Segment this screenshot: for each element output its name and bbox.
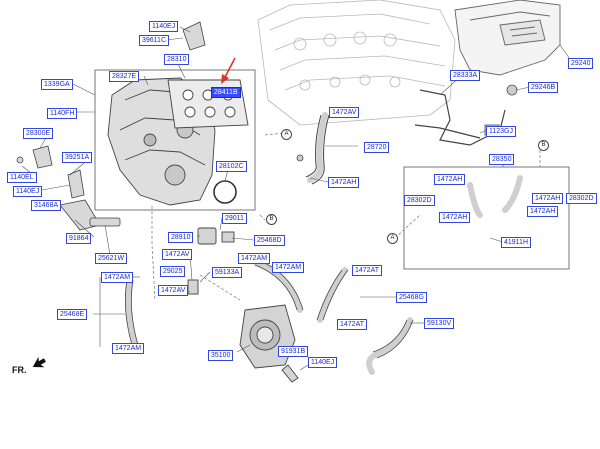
detail-box-right [403, 166, 570, 270]
part-label-29246b[interactable]: 29246B [528, 82, 559, 93]
part-label-1472ah-3[interactable]: 1472AH [532, 193, 564, 204]
part-label-1140ej-mid[interactable]: 1140EJ [13, 186, 43, 197]
indicator-arrow [221, 57, 236, 84]
part-label-41911h[interactable]: 41911H [501, 237, 532, 248]
part-label-1472at-1[interactable]: 1472AT [352, 265, 382, 276]
part-label-39251a[interactable]: 39251A [62, 152, 93, 163]
part-label-1472ah-4[interactable]: 1472AH [527, 206, 559, 217]
ref-marker-a: A [281, 129, 292, 140]
part-label-25468d[interactable]: 25468D [254, 235, 285, 246]
part-label-1472av-2[interactable]: 1472AV [162, 249, 193, 260]
part-label-28102c[interactable]: 28102C [216, 161, 247, 172]
part-label-25468e[interactable]: 25468E [57, 309, 88, 320]
part-label-1472av-3[interactable]: 1472AV [158, 285, 189, 296]
part-label-1472am-2[interactable]: 1472AM [272, 262, 305, 273]
grommet [506, 84, 518, 96]
part-label-1140ej-bottom[interactable]: 1140EJ [308, 357, 338, 368]
part-label-28310[interactable]: 28310 [164, 54, 190, 65]
part-label-28910[interactable]: 28910 [168, 232, 194, 243]
hose-edges-lower [124, 258, 414, 359]
ref-marker-b-detail: B [538, 140, 549, 151]
part-label-1140fh[interactable]: 1140FH [47, 108, 78, 119]
solenoid-valve [187, 227, 235, 295]
part-label-1472at-2[interactable]: 1472AT [337, 319, 367, 330]
part-label-1339ga[interactable]: 1339GA [41, 79, 73, 90]
part-label-29025[interactable]: 29025 [160, 266, 186, 277]
manifold-boundary [94, 69, 256, 211]
part-label-25621w[interactable]: 25621W [95, 253, 128, 264]
front-direction-label: FR. [12, 365, 27, 375]
part-label-28720[interactable]: 28720 [364, 142, 390, 153]
throttle-body [239, 304, 299, 383]
part-label-28327e[interactable]: 28327E [109, 71, 140, 82]
part-label-91931b[interactable]: 91931B [278, 346, 309, 357]
front-direction-arrow [32, 356, 46, 368]
part-label-1472am-1[interactable]: 1472AM [238, 253, 271, 264]
part-label-28302d-left[interactable]: 28302D [404, 195, 435, 206]
part-label-29011[interactable]: 29011 [222, 213, 247, 224]
o-ring [213, 180, 237, 204]
part-label-35100[interactable]: 35100 [208, 350, 234, 361]
part-label-1472ah-2[interactable]: 1472AH [434, 174, 466, 185]
part-label-25468g[interactable]: 25468G [396, 292, 427, 303]
engine-cover [454, 0, 561, 76]
part-label-28302d-right[interactable]: 28302D [566, 193, 597, 204]
hoses-lower [125, 175, 523, 375]
part-label-1472ah-5[interactable]: 1472AH [439, 212, 471, 223]
small-parts-left [16, 21, 206, 231]
hoses-centre [307, 112, 328, 183]
part-label-59130v[interactable]: 59130V [424, 318, 455, 329]
part-label-1472am-4[interactable]: 1472AM [112, 343, 145, 354]
part-label-28333a[interactable]: 28333A [450, 70, 481, 81]
part-label-1472am-3[interactable]: 1472AM [101, 272, 134, 283]
part-label-1472ah-1[interactable]: 1472AH [328, 177, 360, 188]
ref-marker-a-detail: A [387, 233, 398, 244]
part-label-28350[interactable]: 28350 [489, 154, 515, 165]
part-label-91864[interactable]: 91864 [66, 233, 92, 244]
part-label-59133a[interactable]: 59133A [212, 267, 243, 278]
part-label-39611c[interactable]: 39611C [139, 35, 170, 46]
leader-lines [21, 26, 573, 371]
part-label-1140ej-top[interactable]: 1140EJ [149, 21, 179, 32]
part-label-28411b-highlighted[interactable]: 28411B [211, 87, 241, 98]
part-label-1472av-1[interactable]: 1472AV [329, 107, 360, 118]
part-label-1140el[interactable]: 1140EL [7, 172, 37, 183]
part-label-1123gj[interactable]: 1123GJ [486, 126, 516, 137]
part-label-28300e[interactable]: 28300E [23, 128, 54, 139]
engine-block-sketch [257, 0, 456, 126]
ref-marker-b: B [266, 214, 277, 225]
part-label-31468a[interactable]: 31468A [31, 200, 62, 211]
part-label-29240[interactable]: 29240 [568, 58, 594, 69]
